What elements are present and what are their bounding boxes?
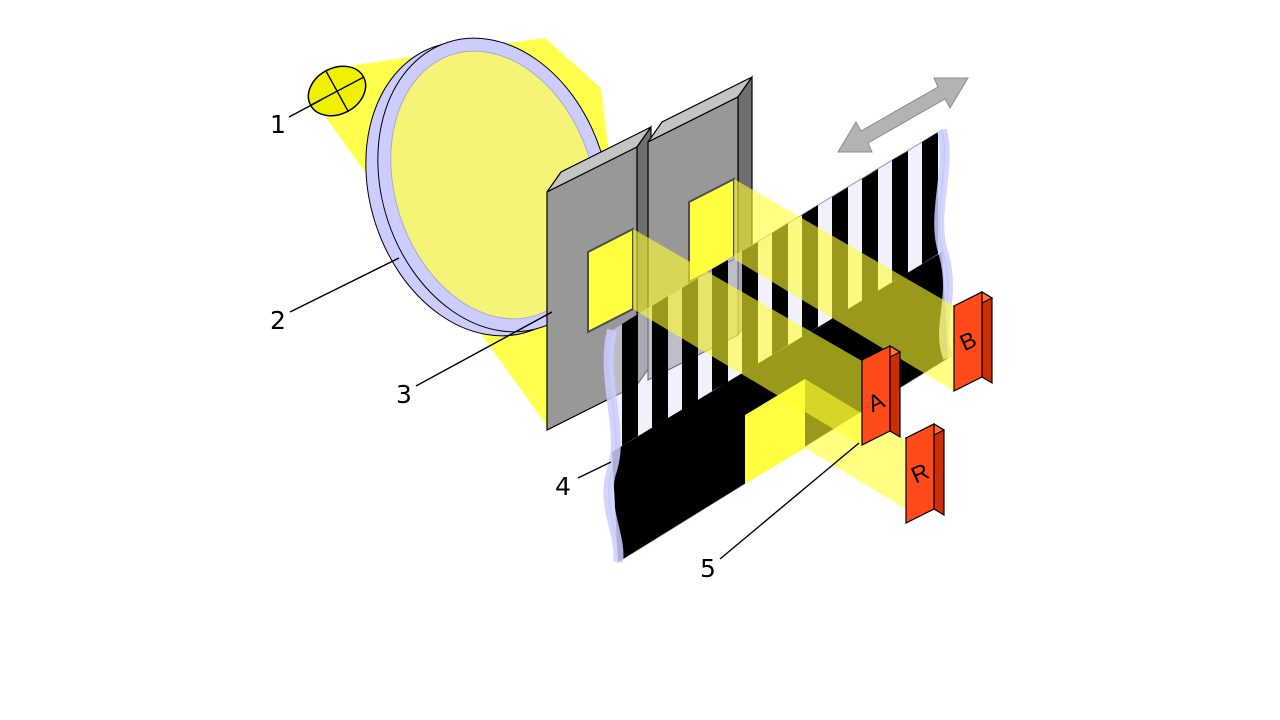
callout-3-label: 3: [396, 380, 412, 409]
detector-a: A: [860, 344, 902, 446]
detector-b-side-face: [981, 290, 993, 385]
lens-glass: [390, 50, 598, 320]
callout-2: 2: [270, 257, 400, 335]
detector-r-front-face: [905, 423, 935, 524]
detector-a-side-face: [889, 344, 901, 439]
reference-window: [745, 379, 805, 484]
direction-arrow-icon: [837, 77, 969, 153]
detector-a-front-face: [861, 345, 891, 446]
callout-3: 3: [396, 311, 553, 409]
detector-b: B: [952, 290, 994, 392]
callout-2-leader-line: [289, 257, 400, 313]
detector-b-front-face: [953, 291, 983, 392]
scale-left-torn-edge: [603, 328, 624, 563]
callout-4: 4: [555, 461, 612, 501]
scale-stripe: [892, 151, 908, 282]
scale-stripe: [922, 132, 938, 264]
beam-b: [734, 179, 954, 391]
callout-5: 5: [700, 442, 860, 583]
beam-r: [805, 379, 906, 509]
beam-a: [633, 229, 862, 446]
detector-r-side-face: [933, 422, 945, 517]
callout-5-label: 5: [700, 554, 716, 583]
callout-1-label: 1: [270, 110, 286, 139]
detector-r: R: [904, 422, 946, 524]
scale-stripe: [622, 314, 638, 446]
callout-5-leader-line: [719, 442, 860, 560]
callout-4-leader-line: [577, 461, 612, 479]
callout-2-label: 2: [270, 306, 286, 335]
callout-1-leader-line: [288, 99, 322, 118]
callout-4-label: 4: [555, 472, 571, 501]
callout-3-leader-line: [415, 311, 553, 387]
callout-1: 1: [270, 99, 322, 139]
scale-stripe: [652, 296, 668, 428]
bulb-cross-line-2: [325, 70, 349, 112]
